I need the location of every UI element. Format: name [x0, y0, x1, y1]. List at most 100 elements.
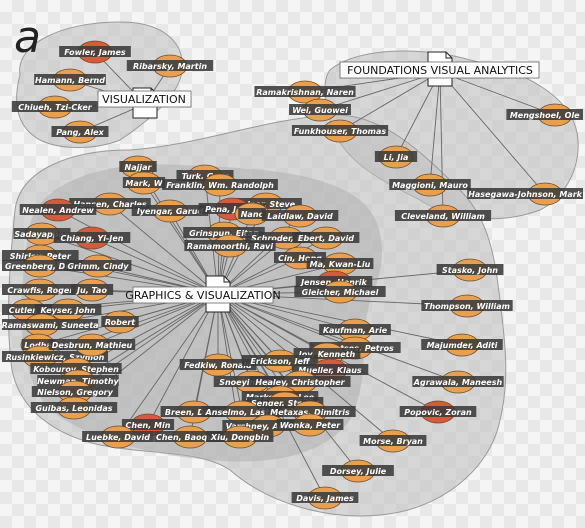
person-node[interactable]: Chiang, Yi-Jen	[53, 226, 131, 250]
person-label: Ma, Kwan-Liu	[310, 260, 371, 269]
person-label: Fowler, James	[64, 48, 126, 57]
person-label-bg	[37, 375, 119, 386]
person-node[interactable]: Chiueh, Tzi-Cker	[11, 95, 99, 119]
person-node[interactable]: Laidlaw, David	[261, 204, 339, 228]
person-label: Wonka, Peter	[280, 421, 341, 430]
person-node[interactable]: Hamann, Bernd	[34, 68, 106, 92]
person-label: Keyser, John	[40, 306, 95, 315]
person-label: Grinspun, Eitan	[189, 229, 259, 238]
person-label-bg	[506, 109, 583, 120]
person-node[interactable]: Xiu, Dongbin	[206, 425, 274, 449]
person-node[interactable]: Hasegawa-Johnson, Mark	[467, 182, 583, 206]
person-label-bg	[293, 348, 361, 359]
person-label-bg	[101, 316, 139, 327]
edge-graphics-56	[217, 293, 328, 355]
person-label: Majumder, Aditi	[427, 341, 498, 350]
person-node[interactable]: Grimm, Cindy	[64, 254, 132, 278]
person-node[interactable]: Chen, Baoquan	[154, 425, 226, 449]
person-node[interactable]: Nielson, Gregory	[31, 380, 119, 404]
person-label: Robert	[105, 318, 136, 327]
person-node[interactable]: Morse, Bryan	[359, 429, 427, 453]
person-label-bg	[51, 126, 109, 137]
person-node[interactable]: Maggioni, Mauro	[389, 173, 471, 197]
graphics-topic-node[interactable]: GRAPHICS & VISUALIZATION	[125, 275, 281, 313]
person-node[interactable]: Pang, Alex	[51, 120, 109, 144]
person-node[interactable]: Wei, Guowei	[289, 98, 351, 122]
person-label: Hamann, Bernd	[35, 76, 105, 85]
person-label: Najjar	[125, 163, 153, 172]
person-node[interactable]: Agrawala, Maneesh	[412, 370, 504, 394]
person-node[interactable]: Ramakrishnan, Naren	[254, 80, 356, 104]
person-node[interactable]: Franklin, Wm. Randolph	[162, 173, 278, 197]
person-label: Metaxas, Dimitris	[270, 408, 350, 417]
person-node[interactable]: Keyser, John	[34, 298, 102, 322]
person-node[interactable]: Guibas, Leonidas	[30, 396, 118, 420]
person-node[interactable]: Luebke, David	[82, 425, 154, 449]
person-node[interactable]: Stasko, John	[436, 258, 504, 282]
person-node[interactable]: Ramamoorthi, Ravi	[184, 234, 276, 258]
visualization-topic-node[interactable]: VISUALIZATION	[97, 87, 192, 119]
person-label: Varshney, Amitabh	[226, 422, 311, 431]
person-node[interactable]: Greenberg, Donald	[2, 254, 94, 278]
person-label: Dorsey, Julie	[330, 467, 387, 476]
person-node[interactable]: Fowler, James	[59, 40, 131, 64]
person-node[interactable]: Iyengar, Garud	[131, 199, 209, 223]
person-node[interactable]: Dorsey, Julie	[322, 459, 394, 483]
edge-foundations-11	[429, 71, 441, 186]
person-label-bg	[176, 170, 234, 181]
person-node[interactable]: Mengshoel, Ole	[506, 103, 583, 127]
person-label-bg	[319, 324, 391, 335]
person-label-bg	[48, 339, 136, 350]
person-node[interactable]: Crawfis, Roger	[2, 278, 79, 302]
person-node[interactable]: Gleicher, Michael	[294, 280, 386, 304]
person-label-bg	[294, 286, 386, 297]
person-label-bg	[436, 264, 504, 275]
person-node[interactable]: Funkhouser, Thomas	[291, 119, 389, 143]
person-node[interactable]: Fedkiw, Ronald	[179, 353, 257, 377]
person-node[interactable]: Wonka, Peter	[276, 413, 344, 437]
person-label: Li, Jia	[384, 153, 409, 162]
person-node[interactable]: Desbrun, Mathieu	[48, 333, 136, 357]
person-label: Xiu, Dongbin	[210, 433, 269, 442]
person-label: Breen, David	[165, 408, 223, 417]
person-node[interactable]: Li, Jia	[374, 145, 418, 169]
person-node[interactable]: Kaufman, Arie	[319, 318, 391, 342]
person-label: Mengshoel, Ole	[510, 111, 580, 120]
person-node[interactable]: Majumder, Aditi	[421, 333, 503, 357]
person-node[interactable]: Robert	[101, 310, 139, 334]
foundations-topic-node[interactable]: FOUNDATIONS VISUAL ANALYTICS	[339, 51, 540, 87]
person-label: Stasko, John	[442, 266, 498, 275]
person-node[interactable]: Ribarsky, Martin	[126, 54, 214, 78]
person-node[interactable]: Ju, Tao	[70, 278, 114, 302]
person-node[interactable]: Popovic, Zoran	[399, 400, 477, 424]
person-node[interactable]: Nealen, Andrew	[19, 198, 97, 222]
person-label-bg	[289, 104, 351, 115]
person-label: Turk, Greg	[182, 172, 229, 181]
person-label-bg	[2, 351, 108, 362]
person-label: Ramaswami, Suneeta	[2, 321, 99, 330]
person-label: Cleveland, William	[401, 212, 485, 221]
person-node[interactable]: Davis, James	[291, 486, 359, 510]
person-label: Chen, Baoquan	[156, 433, 224, 442]
person-label-bg	[59, 46, 131, 57]
panel-letter: a	[14, 12, 41, 63]
person-label-bg	[21, 339, 55, 350]
person-label-bg	[241, 355, 319, 366]
person-label-bg	[291, 364, 369, 375]
person-label: Franklin, Wm. Randolph	[166, 181, 274, 190]
person-label-bg	[322, 465, 394, 476]
person-node[interactable]: Thompson, William	[421, 294, 513, 318]
person-label: Greenberg, Donald	[5, 262, 91, 271]
person-label: Ramamoorthi, Ravi	[187, 242, 273, 251]
person-label-bg	[249, 376, 351, 387]
person-node[interactable]: Ebert, David	[292, 226, 360, 250]
person-label: Desbrun, Mathieu	[52, 341, 133, 350]
person-label-bg	[131, 205, 209, 216]
person-node[interactable]: Cleveland, William	[394, 204, 492, 228]
person-label: Luebke, David	[86, 433, 150, 442]
person-node[interactable]: Erickson, Jeff	[241, 349, 319, 373]
person-node[interactable]: Mark, W	[122, 171, 166, 195]
person-label-bg	[183, 227, 265, 238]
person-label: Rusinkiewicz, Szymon	[6, 353, 105, 362]
